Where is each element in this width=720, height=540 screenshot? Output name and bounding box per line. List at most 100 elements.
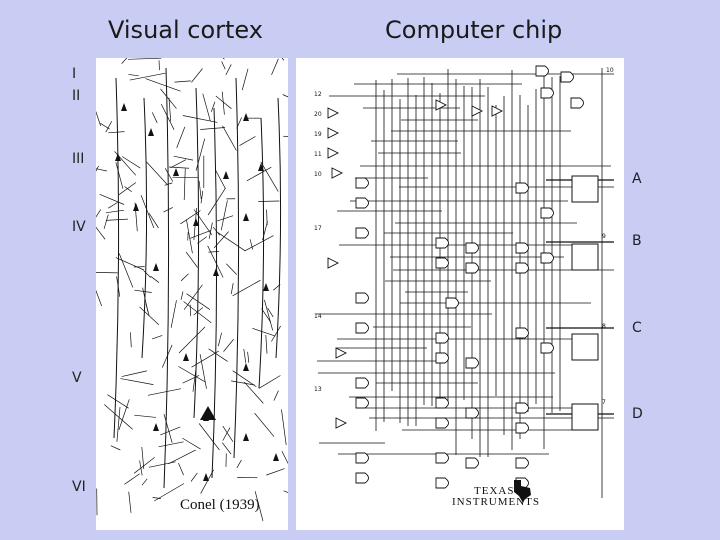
dendrite (213, 49, 225, 60)
pin-number: 14 (314, 313, 322, 320)
logic-gate (540, 252, 554, 264)
dendrite (92, 165, 99, 177)
neuron-soma (153, 263, 159, 271)
dendrite (133, 457, 155, 474)
logic-gate (435, 417, 449, 429)
neuron-soma (273, 453, 279, 461)
dendrite (110, 445, 121, 451)
layer-label-iii: III (72, 151, 85, 167)
buffer (471, 105, 484, 117)
computer-chip-title: Computer chip (385, 16, 563, 44)
dendrite (91, 278, 102, 307)
flip-flop (571, 403, 599, 431)
logic-gate (355, 452, 369, 464)
dendrite (283, 490, 299, 497)
dendrite (193, 209, 213, 235)
dendrite (199, 354, 207, 389)
dendrite (148, 212, 159, 229)
dendrite (182, 437, 201, 450)
dendrite (105, 209, 125, 214)
dendrite (226, 263, 237, 275)
circuit-wires (316, 68, 614, 498)
dendrite (200, 127, 226, 130)
logic-gate (435, 477, 449, 489)
dendrite (217, 232, 246, 252)
logic-gate (515, 182, 529, 194)
flip-flop (571, 175, 599, 203)
dendrite (115, 257, 145, 271)
buffer (327, 257, 340, 269)
neuron-network-illustration (84, 41, 313, 522)
dendrite (182, 375, 200, 384)
dendrite (143, 270, 151, 278)
dendrite (104, 404, 133, 430)
logic-gate (435, 237, 449, 249)
dendrite (281, 450, 289, 465)
dendrite (230, 283, 234, 294)
dendrite (139, 460, 143, 476)
dendrite (244, 235, 274, 252)
dendrite (264, 299, 274, 331)
apical-dendrite (275, 97, 282, 359)
flip-flop-boxes (571, 175, 599, 431)
logic-gate (435, 452, 449, 464)
dendrite (180, 273, 189, 282)
neuron-soma (263, 283, 269, 291)
apical-dendrite (233, 77, 240, 459)
dendrite (87, 216, 106, 240)
logic-gate (435, 352, 449, 364)
dendrite (128, 57, 162, 60)
logic-gate (465, 262, 479, 274)
dendrite (216, 215, 234, 222)
apical-dendrite (193, 87, 200, 419)
dendrite (271, 58, 279, 76)
dendrite (207, 187, 226, 216)
output-label-b: B (632, 233, 642, 249)
buffer (327, 107, 340, 119)
dendrite (178, 326, 206, 354)
dendrite (193, 307, 204, 316)
neuron-soma (115, 153, 121, 161)
neuron-soma (213, 268, 219, 276)
dendrite (252, 327, 276, 337)
dendrite (225, 64, 232, 76)
pin-number: 10 (314, 171, 322, 178)
logic-gate (355, 292, 369, 304)
output-label-c: C (632, 320, 642, 336)
dendrite (271, 325, 281, 342)
pin-number: 20 (314, 111, 322, 118)
dendrite (170, 300, 177, 328)
dendrite (152, 497, 161, 499)
neuron-soma (203, 473, 209, 481)
dendrite (146, 161, 168, 185)
dendrite (164, 168, 174, 182)
dendrite (183, 168, 186, 201)
neuron-soma (243, 363, 249, 371)
buffer (435, 99, 448, 111)
dendrite (145, 78, 181, 92)
dendrite (128, 491, 132, 513)
dendrite (191, 68, 203, 83)
dendrite (200, 190, 204, 204)
dendrite (282, 94, 313, 109)
dendrite (258, 200, 280, 202)
dendrite (267, 307, 274, 318)
dendrite (220, 200, 228, 231)
dendrite (178, 366, 206, 383)
dendrite (222, 425, 234, 442)
dendrite (173, 155, 194, 161)
dendrite (107, 394, 129, 409)
dendrite (151, 335, 163, 340)
dendrite (151, 112, 158, 123)
dendrite (186, 219, 193, 254)
dendrite (168, 97, 172, 122)
dendrite (208, 222, 213, 239)
dendrite (86, 209, 102, 231)
dendrite (118, 253, 134, 288)
layer-label-v: V (72, 370, 82, 386)
dendrite (105, 218, 128, 221)
neuron-soma (193, 218, 199, 226)
dendrite (254, 491, 264, 522)
